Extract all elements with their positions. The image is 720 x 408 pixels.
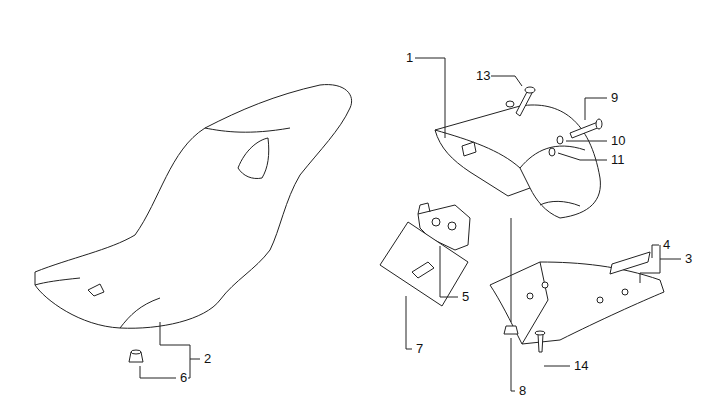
fasteners: [129, 87, 602, 362]
callout-number: 10: [610, 134, 626, 148]
seat: [35, 85, 352, 329]
callout-number: 9: [610, 91, 619, 105]
leader-lines: [140, 58, 681, 391]
callout-number: 5: [461, 290, 470, 304]
reflector: [610, 252, 650, 274]
callout-number: 4: [662, 238, 671, 252]
tail-cowl: [435, 105, 600, 218]
callout-number: 11: [610, 153, 626, 167]
callout-number: 1: [405, 51, 414, 65]
callout-number: 2: [203, 352, 212, 366]
license-plate-holder: [380, 222, 468, 306]
callout-number: 3: [684, 252, 693, 266]
callout-number: 8: [518, 384, 527, 398]
rear-fender: [490, 262, 664, 344]
callout-number: 6: [179, 371, 188, 385]
callout-number: 7: [415, 342, 424, 356]
callout-number: 13: [475, 69, 491, 83]
callout-number: 14: [573, 359, 589, 373]
